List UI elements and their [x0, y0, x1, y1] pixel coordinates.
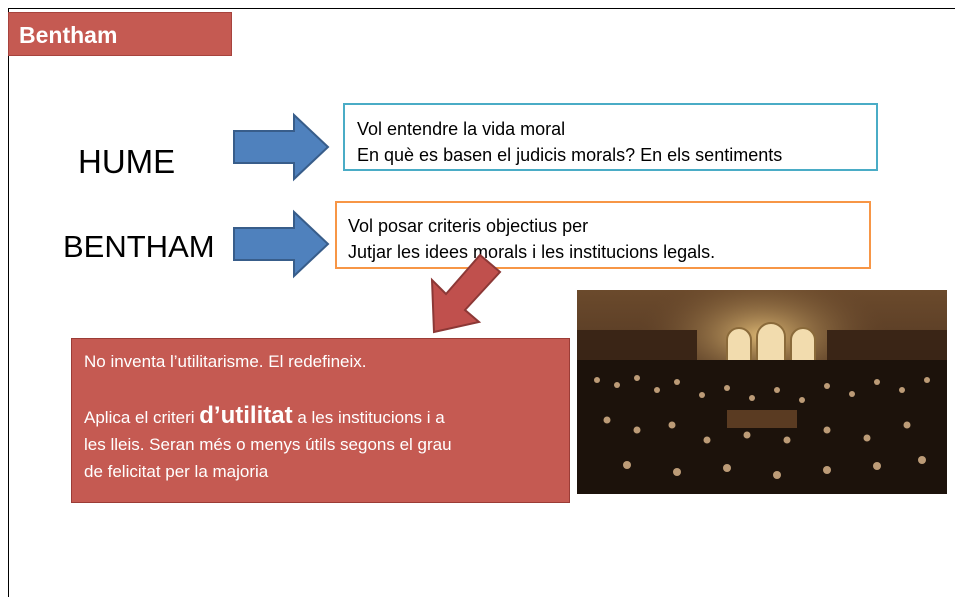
bentham-description-box: Vol posar criteris objectius per Jutjar …: [335, 201, 871, 269]
utilitarianism-box: No inventa l’utilitarisme. El redefineix…: [71, 338, 570, 503]
right-arrow-icon: [233, 112, 330, 182]
right-arrow-icon: [233, 209, 330, 279]
down-left-arrow-icon: [430, 253, 502, 334]
red-line-2-pre: Aplica el criteri: [84, 408, 200, 427]
utility-emphasis: d’utilitat: [199, 402, 293, 429]
bentham-line-1: Vol posar criteris objectius per: [348, 216, 589, 236]
slide-frame: [8, 8, 955, 597]
hume-line-1: Vol entendre la vida moral: [357, 119, 566, 139]
house-of-commons-painting: [577, 290, 947, 494]
hume-line-2: En què es basen el judicis morals? En el…: [357, 145, 783, 165]
bentham-label: BENTHAM: [63, 229, 215, 264]
bentham-line-2: Jutjar les idees morals i les institucio…: [348, 242, 716, 262]
red-line-2: Aplica el criteri d’utilitat a les insti…: [84, 402, 569, 431]
red-line-1: No inventa l’utilitarisme. El redefineix…: [84, 352, 367, 371]
hume-label: HUME: [78, 143, 176, 180]
red-line-4: de felicitat per la majoria: [84, 462, 269, 481]
slide-title: Bentham: [8, 12, 232, 56]
red-line-2-post: a les institucions i a: [292, 408, 445, 427]
red-line-3: les lleis. Seran més o menys útils segon…: [84, 435, 452, 454]
hume-description-box: Vol entendre la vida moral En què es bas…: [343, 103, 878, 171]
